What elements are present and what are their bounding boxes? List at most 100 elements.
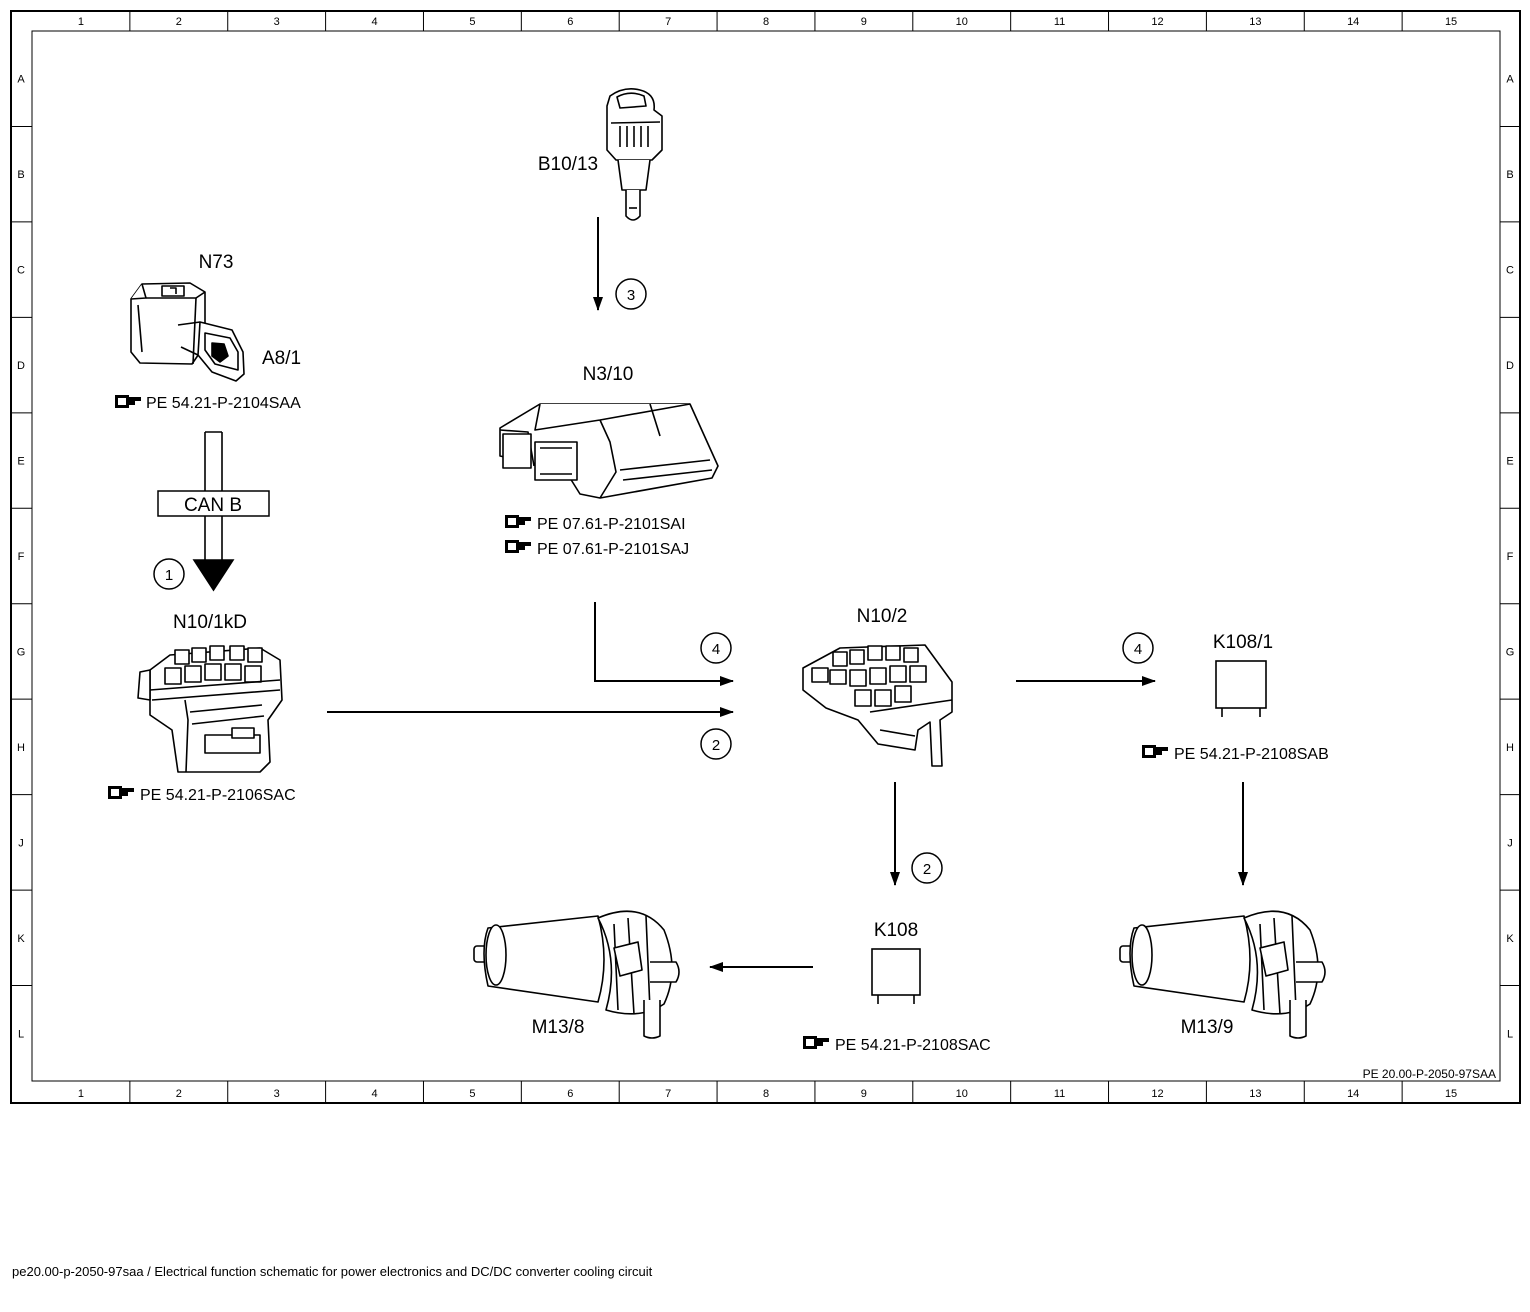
k108-label: K108 (874, 920, 918, 941)
row-label: C (1506, 265, 1514, 277)
column-label: 7 (665, 16, 671, 28)
reference-n73: PE 54.21-P-2104SAA (115, 395, 301, 412)
row-label: F (18, 551, 25, 563)
b10-13-label: B10/13 (538, 154, 598, 175)
reference-n3-10-a: PE 07.61-P-2101SAI (505, 515, 686, 533)
row-label: J (1507, 837, 1513, 849)
row-label: B (17, 169, 24, 181)
see-reference-icon (505, 515, 531, 528)
reference-text: PE 07.61-P-2101SAI (537, 516, 686, 533)
n73-ignition-lock-icon (130, 282, 245, 382)
column-label: 12 (1151, 16, 1163, 28)
step-number: 2 (712, 737, 720, 754)
step-marker: 4 (1122, 632, 1154, 664)
column-label: 9 (861, 1088, 867, 1100)
n10-2-sam-module-icon (802, 644, 953, 767)
step-marker: 2 (911, 852, 943, 884)
column-label: 15 (1445, 1088, 1457, 1100)
row-label: A (17, 74, 25, 86)
column-label: 10 (956, 16, 968, 28)
step-number: 2 (923, 861, 931, 878)
column-label: 3 (274, 16, 280, 28)
figure-caption: pe20.00-p-2050-97saa / Electrical functi… (12, 1264, 653, 1279)
column-label: 11 (1054, 1088, 1065, 1100)
grid-ticks (11, 11, 1520, 1103)
see-reference-icon (1142, 745, 1168, 758)
drawing-frame (10, 10, 1521, 1104)
column-label: 13 (1249, 16, 1261, 28)
step-number: 4 (1134, 641, 1142, 658)
can-b-label: CAN B (184, 495, 242, 516)
row-label: J (18, 837, 24, 849)
n73-label: N73 (199, 252, 234, 273)
column-label: 12 (1151, 1088, 1163, 1100)
column-label: 5 (469, 1088, 475, 1100)
arrow-n3-10-to-n10-2 (594, 602, 734, 686)
column-label: 2 (176, 16, 182, 28)
row-label: F (1507, 551, 1514, 563)
column-label: 3 (274, 1088, 280, 1100)
column-label: 8 (763, 16, 769, 28)
a8-1-label: A8/1 (262, 348, 301, 369)
row-label: G (17, 646, 26, 658)
column-label: 13 (1249, 1088, 1261, 1100)
row-label: K (1506, 933, 1514, 945)
row-label: L (1507, 1028, 1513, 1040)
column-label: 2 (176, 1088, 182, 1100)
grid-labels: 1122334455667788991010111112121313141415… (17, 16, 1515, 1100)
row-label: B (1506, 169, 1513, 181)
row-label: L (18, 1028, 24, 1040)
n10-1kd-fuse-relay-module-icon (137, 645, 283, 773)
column-label: 4 (371, 16, 377, 28)
m13-9-label: M13/9 (1181, 1017, 1234, 1038)
row-label: D (17, 360, 25, 372)
row-label: K (17, 933, 25, 945)
column-label: 14 (1347, 16, 1359, 28)
row-label: G (1506, 646, 1515, 658)
reference-text: PE 07.61-P-2101SAJ (537, 541, 689, 558)
row-label: E (1506, 456, 1513, 468)
row-label: C (17, 265, 25, 277)
step-marker: 3 (615, 278, 647, 310)
can-b-label-box (157, 490, 270, 517)
reference-k108: PE 54.21-P-2108SAC (803, 1036, 991, 1054)
row-label: H (17, 742, 25, 754)
column-label: 9 (861, 16, 867, 28)
step-marker: 2 (700, 728, 732, 760)
k108-1-relay-icon (1215, 660, 1267, 717)
reference-text: PE 54.21-P-2106SAC (140, 787, 296, 804)
column-label: 6 (567, 1088, 573, 1100)
n10-1kd-label: N10/1kD (173, 612, 247, 633)
m13-8-coolant-pump-icon (473, 910, 680, 1039)
reference-text: PE 54.21-P-2108SAC (835, 1037, 991, 1054)
step-number: 4 (712, 641, 720, 658)
reference-n3-10-b: PE 07.61-P-2101SAJ (505, 540, 689, 558)
step-marker: 4 (700, 632, 732, 664)
see-reference-icon (505, 540, 531, 553)
row-label: H (1506, 742, 1514, 754)
see-reference-icon (115, 395, 141, 408)
column-label: 8 (763, 1088, 769, 1100)
column-label: 4 (371, 1088, 377, 1100)
n3-10-control-unit-icon (499, 403, 719, 499)
column-label: 1 (78, 16, 84, 28)
m13-8-label: M13/8 (532, 1017, 585, 1038)
k108-1-label: K108/1 (1213, 632, 1273, 653)
b10-13-temperature-sensor-icon (606, 88, 663, 221)
reference-text: PE 54.21-P-2104SAA (146, 395, 301, 412)
step-number: 3 (627, 287, 635, 304)
document-code: PE 20.00-P-2050-97SAA (1363, 1067, 1496, 1081)
row-label: D (1506, 360, 1514, 372)
column-label: 7 (665, 1088, 671, 1100)
k108-relay-icon (871, 948, 921, 1004)
step-marker: 1 (153, 558, 185, 590)
step-number: 1 (165, 567, 173, 584)
column-label: 11 (1054, 16, 1065, 28)
column-label: 5 (469, 16, 475, 28)
row-label: E (17, 456, 24, 468)
see-reference-icon (108, 786, 134, 799)
column-label: 14 (1347, 1088, 1359, 1100)
n10-2-label: N10/2 (857, 606, 908, 627)
n3-10-label: N3/10 (583, 364, 634, 385)
reference-k108-1: PE 54.21-P-2108SAB (1142, 745, 1329, 763)
